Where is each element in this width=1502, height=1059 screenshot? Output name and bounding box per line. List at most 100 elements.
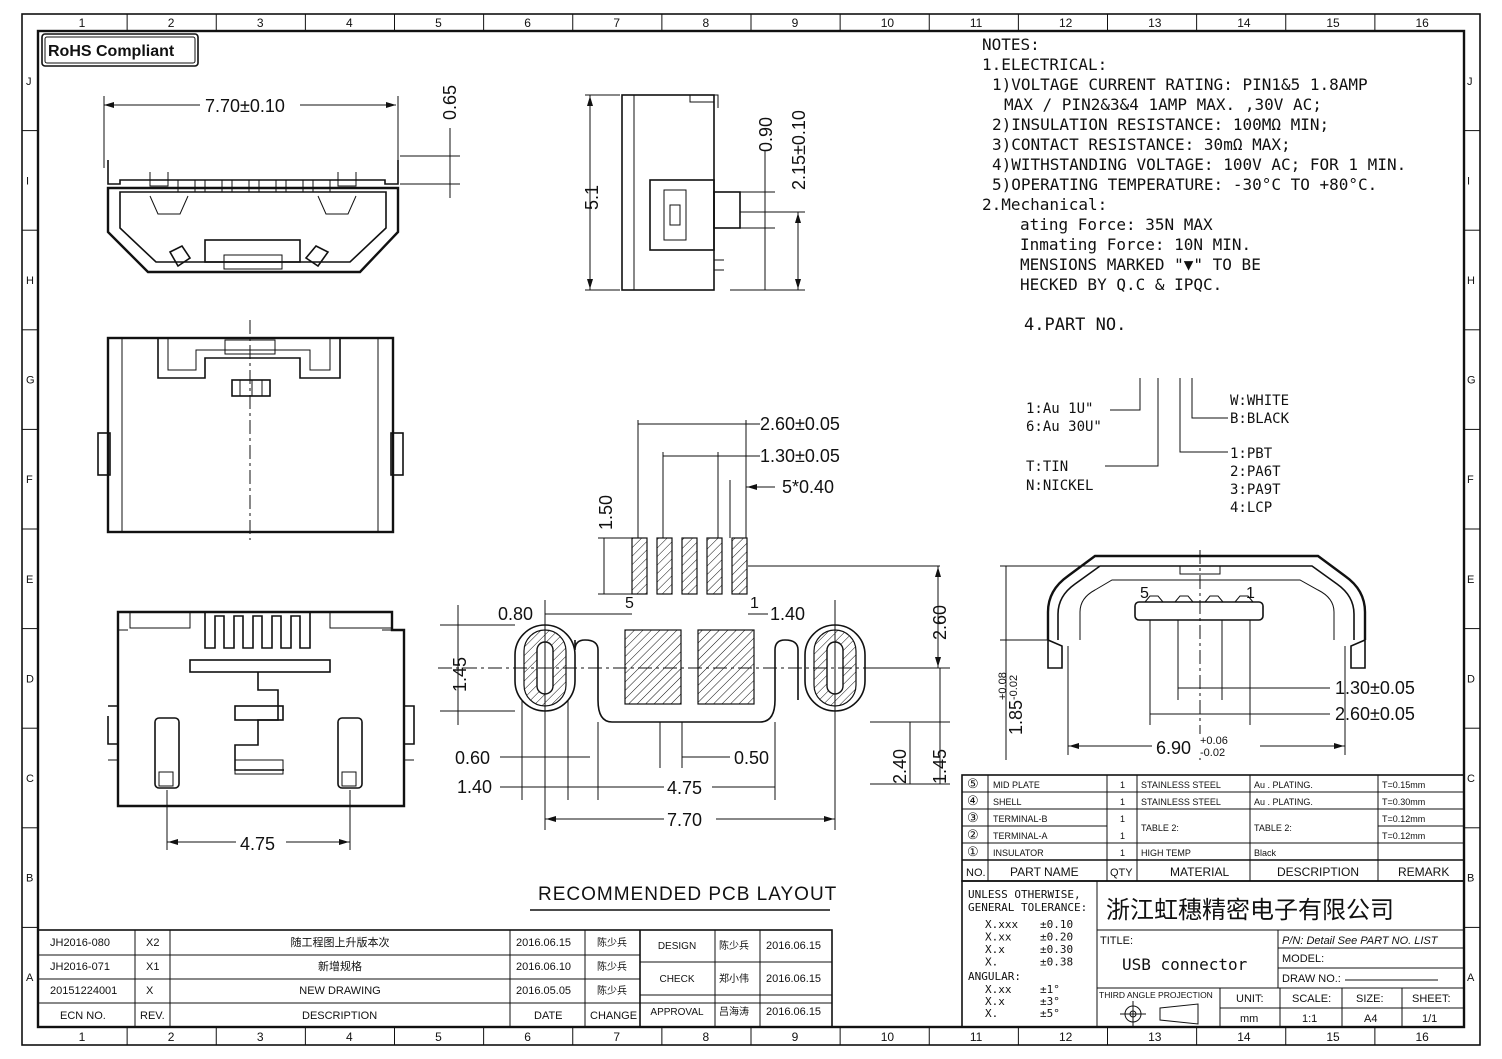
rev-ecn: JH2016-080 [50, 937, 110, 949]
dim-pcb-145-right: 1.45 [930, 749, 950, 784]
plating-option: 1:Au 1U" [1026, 401, 1093, 417]
tolerance-class: X.xxx [985, 918, 1018, 931]
bom-header-remark: REMARK [1398, 865, 1449, 879]
rev-change: 陈少兵 [597, 984, 627, 997]
dim-pcb-050: 0.50 [734, 748, 769, 768]
column-label: 16 [1415, 1030, 1429, 1044]
bom-header-no: NO. [966, 867, 986, 879]
dim-pcb-770: 7.70 [667, 810, 702, 830]
approval-date: 2016.06.15 [766, 1006, 821, 1018]
bom-name: INSULATOR [993, 848, 1044, 858]
unit-label: UNIT: [1236, 993, 1264, 1005]
tolerance-value: ±0.30 [1040, 943, 1073, 956]
title-label: TITLE: [1100, 935, 1133, 947]
pcb-layout: 2.60±0.05 1.30±0.05 5*0.40 1.50 [438, 414, 950, 911]
dim-pcb-240: 2.40 [890, 749, 910, 784]
row-label: I [1467, 175, 1470, 187]
dim-bottom-width: 4.75 [240, 834, 275, 854]
notes-line: 4)WITHSTANDING VOLTAGE: 100V AC; FOR 1 M… [992, 155, 1406, 174]
approval-name: 陈少兵 [719, 939, 749, 952]
material-option: 3:PA9T [1230, 482, 1281, 498]
unit-value: mm [1240, 1013, 1258, 1025]
row-label: D [26, 673, 34, 685]
draw-no-field: DRAW NO.: [1282, 973, 1341, 985]
tolerance-value: ±0.38 [1040, 956, 1073, 969]
column-label: 8 [702, 16, 709, 30]
column-label: 9 [792, 16, 799, 30]
dim-front-height: 0.65 [440, 85, 460, 120]
notes-line: 2)INSULATION RESISTANCE: 100MΩ MIN; [992, 115, 1329, 134]
notes-line: 3)CONTACT RESISTANCE: 30mΩ MAX; [992, 135, 1291, 154]
column-label: 10 [881, 1030, 895, 1044]
row-label: A [26, 972, 34, 984]
bom-qty: 1 [1120, 797, 1125, 807]
angular-title: ANGULAR: [968, 970, 1021, 983]
row-label: C [1467, 773, 1475, 785]
dim-end-height-tol-plus: +0.08 [997, 672, 1009, 700]
rev-rev: X2 [146, 937, 159, 949]
angular-class: X.xx [985, 983, 1012, 996]
bottom-view: 4.75 [107, 610, 415, 854]
size-value: A4 [1364, 1013, 1377, 1025]
rev-rev: X [146, 985, 154, 997]
bom-desc: Au . PLATING. [1254, 797, 1313, 807]
dim-side-height: 5.1 [582, 185, 602, 210]
bom-no: ② [967, 827, 979, 842]
approval-label: CHECK [659, 974, 694, 985]
rev-desc: 新增规格 [318, 959, 362, 973]
bom-remark: T=0.12mm [1382, 831, 1425, 841]
row-label: E [1467, 574, 1474, 586]
notes: NOTES: 1.ELECTRICAL: 1)VOLTAGE CURRENT R… [982, 35, 1406, 335]
row-label: H [26, 275, 34, 287]
end-pin1-label: 1 [1246, 585, 1255, 602]
column-label: 14 [1237, 16, 1251, 30]
dim-pcb-140-left: 1.40 [457, 777, 492, 797]
material-option: 2:PA6T [1230, 464, 1281, 480]
notes-line: 5)OPERATING TEMPERATURE: -30°C TO +80°C. [992, 175, 1377, 194]
pcb-layout-title: RECOMMENDED PCB LAYOUT [538, 884, 837, 905]
angular-value: ±1° [1040, 983, 1060, 996]
bom-material: TABLE 2: [1141, 823, 1179, 833]
column-label: 4 [346, 16, 353, 30]
sheet-label: SHEET: [1412, 993, 1451, 1005]
column-label: 8 [702, 1030, 709, 1044]
bom-no: ④ [967, 793, 979, 808]
column-label: 12 [1059, 1030, 1073, 1044]
column-label: 7 [613, 1030, 620, 1044]
title-value: USB connector [1122, 955, 1248, 974]
projection-label: THIRD ANGLE PROJECTION [1099, 990, 1213, 1000]
column-label: 10 [881, 16, 895, 30]
tolerance-class: X.x [985, 943, 1005, 956]
angular-value: ±5° [1040, 1007, 1060, 1020]
row-label: G [26, 375, 35, 387]
bom-material: STAINLESS STEEL [1141, 797, 1221, 807]
approval-date: 2016.06.15 [766, 940, 821, 952]
rev-header-change: CHANGE [590, 1010, 637, 1022]
bom-header-qty: QTY [1110, 867, 1133, 879]
notes-line: HECKED BY Q.C & IPQC. [1020, 275, 1222, 294]
row-label: G [1467, 375, 1476, 387]
column-label: 14 [1237, 1030, 1251, 1044]
pad-pin5-label: 5 [625, 595, 634, 612]
tolerance-class: X.xx [985, 931, 1012, 944]
finish-option: T:TIN [1026, 459, 1068, 475]
pad-pin1-label: 1 [750, 595, 759, 612]
column-label: 6 [524, 16, 531, 30]
bom-qty: 1 [1120, 848, 1125, 858]
column-label: 3 [257, 16, 264, 30]
tolerance-class: X. [985, 956, 998, 969]
dim-pcb-140-right: 1.40 [770, 604, 805, 624]
scale-label: SCALE: [1292, 993, 1331, 1005]
dim-end-width: 6.90 [1156, 738, 1191, 758]
column-label: 1 [79, 1030, 86, 1044]
bom-qty: 1 [1120, 814, 1125, 824]
